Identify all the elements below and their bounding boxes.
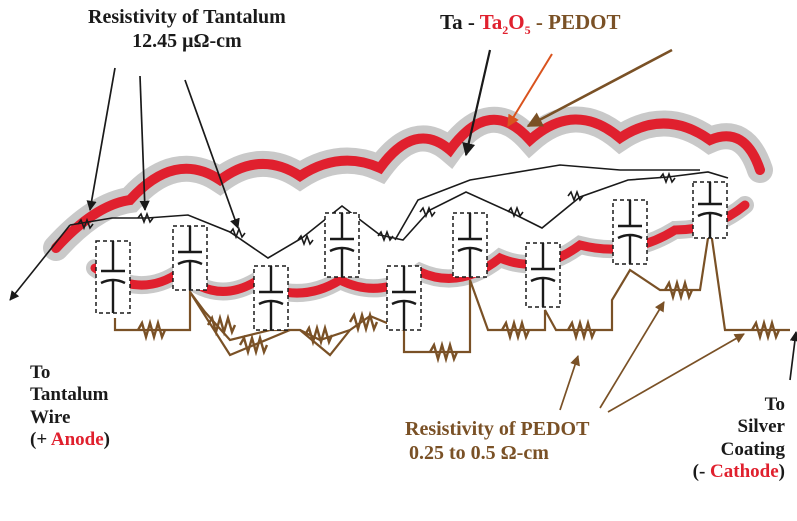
cathode-label: To Silver Coating (- Cathode) [693, 394, 785, 484]
zigzag-resistor-icon [567, 189, 584, 203]
zigzag-resistor-icon [500, 318, 531, 342]
capacitor-icon [452, 212, 488, 278]
capacitor-icon [95, 240, 131, 314]
cathode-word: Cathode [710, 461, 779, 483]
zigzag-resistor-icon [137, 211, 154, 225]
cathode-line-4: (- Cathode) [692, 461, 785, 483]
pedot-resistance-network [113, 224, 790, 364]
pedot-resistivity-label: Resistivity of PEDOT 0.25 to 0.5 Ω-cm [405, 418, 589, 465]
capacitor-icon [253, 265, 289, 331]
tantalum-resistivity-label: Resistivity of Tantalum 12.45 μΩ-cm [88, 6, 286, 53]
pedot-resistors [136, 278, 781, 364]
stack-oxide-text: Ta2O5 [479, 10, 531, 38]
arrow-icon [607, 333, 745, 413]
arrow-icon [507, 53, 553, 128]
capacitor-icon [612, 199, 648, 265]
layer-stack-label: Ta - Ta2O5 - PEDOT [440, 10, 620, 37]
arrow-icon [86, 67, 116, 212]
ta-chain-line [69, 171, 729, 259]
zigzag-resistor-icon [377, 229, 394, 243]
zigzag-resistor-icon [348, 310, 379, 334]
pedot-resistivity-value: 0.25 to 0.5 Ω-cm [409, 441, 549, 464]
cathode-line-3: Coating [720, 438, 785, 460]
zigzag-resistor-icon [663, 278, 694, 302]
pedot-resistivity-title: Resistivity of PEDOT [405, 418, 590, 440]
zigzag-resistor-icon [566, 318, 597, 342]
zigzag-resistor-icon [229, 226, 246, 240]
zigzag-resistor-icon [206, 313, 237, 337]
annotation-arrows [86, 48, 797, 413]
anode-label: To Tantalum Wire (+ Anode) [30, 362, 110, 452]
tantalum-resistance-network [9, 164, 729, 301]
zigzag-resistor-icon [419, 205, 436, 219]
tantalum-resistivity-value: 12.45 μΩ-cm [132, 29, 242, 52]
stack-tantalum-text: Ta - [440, 10, 475, 34]
capacitor-icon [172, 225, 208, 291]
arrow-icon [526, 48, 673, 128]
capacitor-cells [95, 181, 728, 331]
anode-lead-arrow [9, 224, 71, 301]
zigzag-resistor-icon [136, 318, 167, 342]
cathode-line-2: Silver [737, 416, 786, 438]
ta-resistors [77, 171, 676, 247]
arrow-icon [559, 355, 580, 411]
stack-pedot-text: - PEDOT [535, 10, 621, 34]
zigzag-resistor-icon [303, 323, 334, 347]
zigzag-resistor-icon [297, 233, 314, 247]
pedot-cross-link-b [299, 329, 351, 357]
arrow-icon [139, 75, 150, 212]
zigzag-resistor-icon [428, 340, 459, 364]
arrow-icon [789, 330, 797, 381]
anode-line-1: To [30, 362, 51, 383]
anode-line-3: Wire [30, 406, 71, 428]
oxide-outer-scallops [51, 114, 765, 253]
arrow-icon [184, 79, 240, 229]
zigzag-resistor-icon [77, 217, 94, 231]
capacitor-icon [692, 181, 728, 239]
pedot-cross-link-a [189, 291, 291, 357]
arrow-icon [462, 49, 492, 157]
zigzag-resistor-icon [659, 171, 676, 185]
ta-upper-branch [394, 164, 700, 241]
anode-word: Anode [50, 429, 104, 451]
zigzag-resistor-icon [507, 205, 524, 219]
tantalum-resistivity-title: Resistivity of Tantalum [88, 6, 286, 28]
anode-line-4: (+ Anode) [30, 429, 110, 451]
zigzag-resistor-icon [238, 333, 269, 357]
capacitor-icon [386, 265, 422, 331]
zigzag-resistor-icon [750, 318, 781, 342]
arrow-icon [599, 301, 665, 409]
cathode-line-1: To [764, 394, 785, 415]
capacitor-icon [525, 242, 561, 308]
capacitor-icon [324, 212, 360, 278]
anode-line-2: Tantalum [30, 384, 109, 406]
